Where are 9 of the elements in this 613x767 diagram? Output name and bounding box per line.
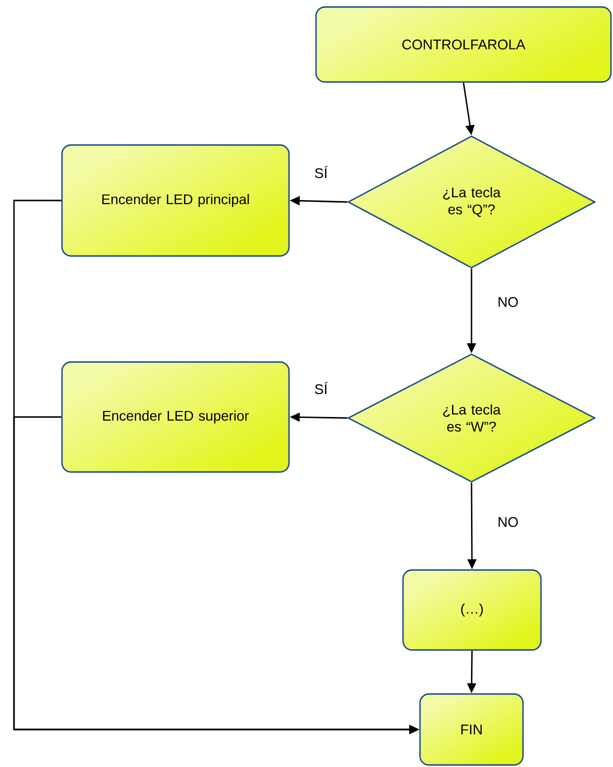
process-box: Encender LED principal [61, 144, 290, 257]
process-box: CONTROLFAROLA [315, 6, 612, 83]
process-box: (…) [402, 569, 542, 651]
edge-label: SÍ [313, 380, 329, 396]
process-box: Encender LED superior [61, 361, 290, 473]
edge-label: SÍ [313, 164, 329, 180]
edge-label: NO [496, 296, 520, 308]
process-box: FIN [419, 693, 524, 766]
edge-label: NO [496, 516, 520, 528]
